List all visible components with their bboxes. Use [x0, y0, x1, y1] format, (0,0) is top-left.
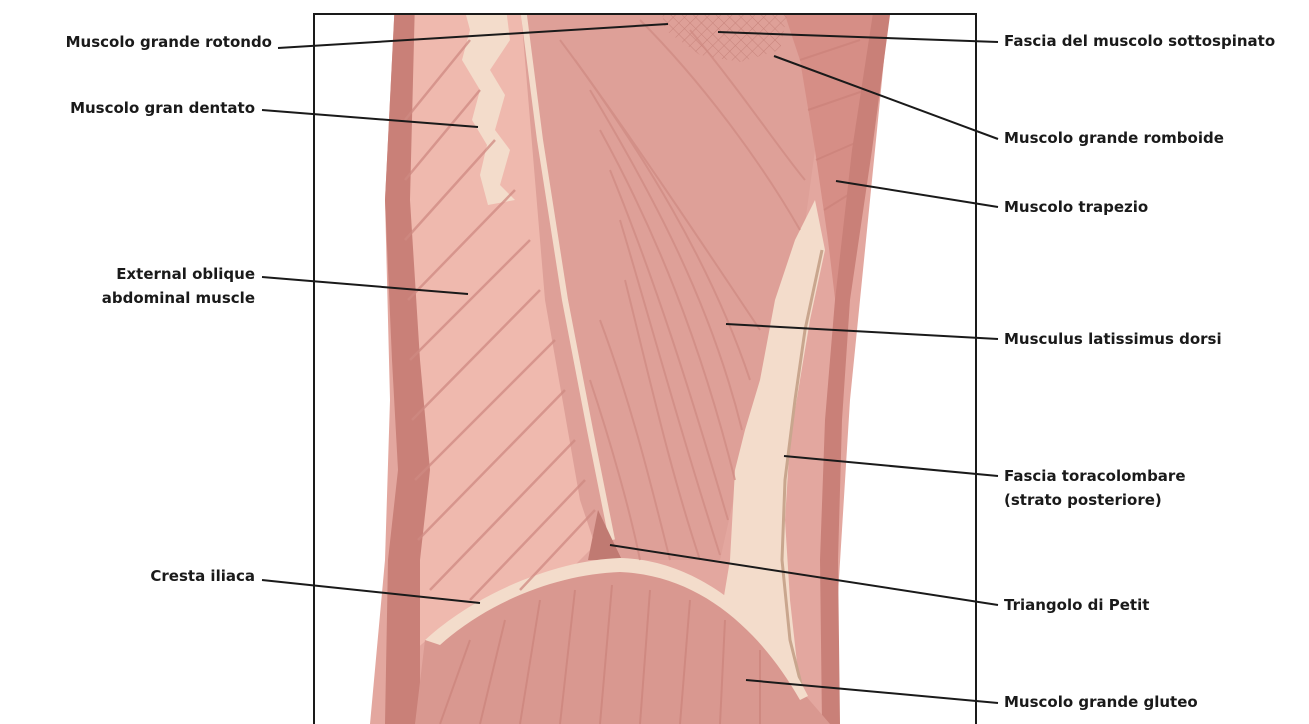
label-muscolo-gran-dentato: Muscolo gran dentato: [10, 96, 255, 120]
label-muscolo-grande-gluteo: Muscolo grande gluteo: [1004, 690, 1198, 714]
label-muscolo-grande-rotondo: Muscolo grande rotondo: [10, 30, 272, 54]
label-latissimus-dorsi: Musculus latissimus dorsi: [1004, 327, 1222, 351]
label-fascia-toracolombare: Fascia toracolombare (strato posteriore): [1004, 464, 1186, 512]
label-muscolo-trapezio: Muscolo trapezio: [1004, 195, 1148, 219]
label-external-oblique: External oblique abdominal muscle: [10, 262, 255, 310]
label-fascia-sottospinato: Fascia del muscolo sottospinato: [1004, 29, 1275, 53]
muscle-drawing: [370, 0, 892, 724]
label-cresta-iliaca: Cresta iliaca: [10, 564, 255, 588]
label-muscolo-grande-romboide: Muscolo grande romboide: [1004, 126, 1224, 150]
label-triangolo-di-petit: Triangolo di Petit: [1004, 593, 1149, 617]
